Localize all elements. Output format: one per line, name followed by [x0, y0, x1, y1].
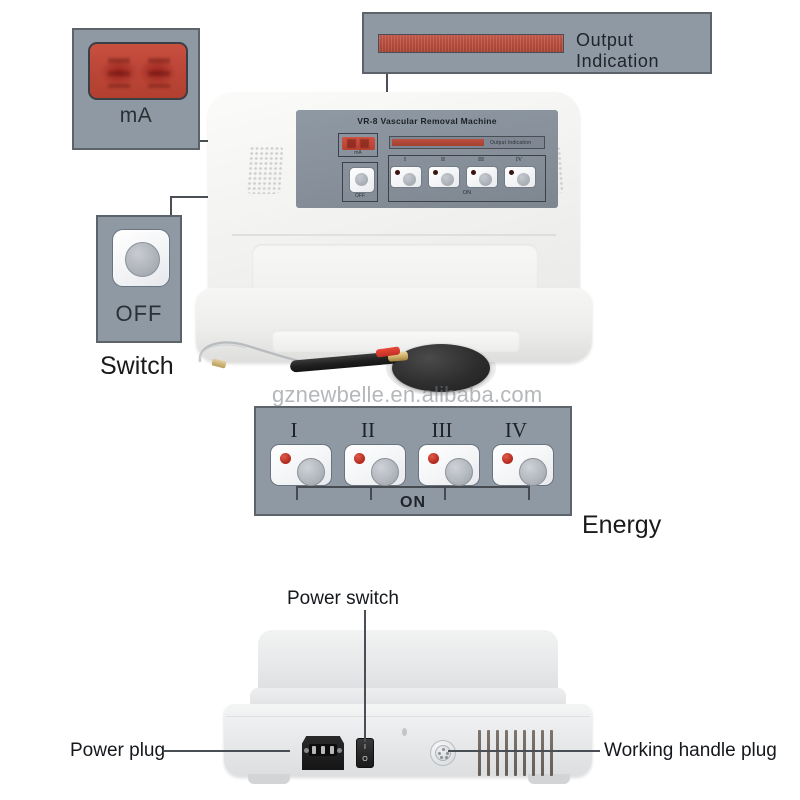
machine-front-view: VR-8 Vascular Removal Machine mA Output … [196, 92, 592, 362]
energy-on-caption: ON [400, 494, 426, 511]
panel-energy-knob-3 [479, 173, 492, 186]
power-switch-rocker[interactable]: I O [356, 738, 374, 768]
panel-ma-led [342, 136, 375, 150]
power-switch-label: Power switch [287, 588, 399, 609]
power-plug-pins [309, 744, 337, 756]
energy-number-4: IV [504, 418, 528, 442]
rocker-mark-off: O [362, 756, 368, 763]
power-plug-socket[interactable] [302, 736, 344, 770]
off-button-knob [125, 242, 160, 277]
energy-led-2 [354, 453, 365, 464]
energy-bus-drop-4 [528, 486, 530, 500]
watermark: gznewbelle.en.alibaba.com [272, 382, 543, 407]
energy-knob-3 [445, 458, 473, 486]
leader-line-power-plug [164, 750, 290, 752]
handle-cable [198, 341, 305, 364]
panel-ma-display: mA [338, 133, 378, 157]
panel-energy-led-3 [471, 170, 476, 175]
panel-off-button[interactable] [349, 167, 375, 193]
panel-energy-led-4 [509, 170, 514, 175]
energy-bus-drop-2 [370, 486, 372, 500]
panel-energy-knob-2 [441, 173, 454, 186]
power-plug-label: Power plug [70, 740, 166, 761]
panel-energy-number-1: I [404, 157, 406, 163]
panel-energy-button-4[interactable] [504, 166, 536, 188]
power-plug-screw-right [337, 748, 342, 753]
panel-energy-button-2[interactable] [428, 166, 460, 188]
ma-digit-2 [148, 58, 170, 88]
panel-off-knob [355, 173, 368, 186]
energy-led-4 [502, 453, 513, 464]
panel-ma-caption: mA [354, 150, 362, 156]
rear-seam [226, 716, 590, 718]
panel-ma-digit-1 [347, 138, 356, 148]
output-indication-bar [378, 34, 564, 53]
off-button-caption: OFF [115, 301, 163, 326]
energy-knob-1 [297, 458, 325, 486]
energy-number-3: III [431, 418, 453, 442]
energy-button-2[interactable] [344, 444, 406, 486]
working-handle-plug-label: Working handle plug [604, 740, 777, 761]
panel-title: VR-8 Vascular Removal Machine [357, 116, 497, 126]
callout-ma: mA [72, 28, 200, 150]
leader-line-handle-plug [448, 750, 600, 752]
panel-energy-knob-4 [517, 173, 530, 186]
electrode-pad [392, 344, 490, 392]
panel-energy-number-2: II [441, 157, 445, 163]
panel-energy-number-4: IV [515, 157, 523, 163]
panel-output-caption: Output Indication [490, 139, 532, 146]
callout-switch: OFF [96, 215, 182, 343]
callout-energy: I II III IV ON [254, 406, 572, 516]
rear-lower-housing [224, 704, 592, 776]
panel-off-caption: OFF [355, 193, 365, 199]
panel-on-caption: ON [462, 190, 472, 196]
energy-button-4[interactable] [492, 444, 554, 486]
energy-button-1[interactable] [270, 444, 332, 486]
panel-off-switch[interactable]: OFF [342, 162, 378, 202]
energy-bus-drop-3 [444, 486, 446, 500]
control-panel: VR-8 Vascular Removal Machine mA Output … [296, 110, 558, 208]
ma-caption: mA [119, 104, 153, 127]
ma-led-display [88, 42, 188, 100]
panel-energy-button-3[interactable] [466, 166, 498, 188]
panel-output-bar [392, 139, 484, 146]
din-socket-inner [435, 745, 451, 761]
panel-energy-group: I II III IV ON [388, 155, 546, 202]
energy-knob-2 [371, 458, 399, 486]
panel-energy-number-3: III [478, 157, 484, 163]
speaker-grille-left-icon [246, 146, 284, 194]
energy-bus-rail [296, 486, 530, 488]
leader-line-switch-v [170, 196, 172, 218]
panel-energy-button-1[interactable] [390, 166, 422, 188]
rear-foot-right [528, 774, 570, 784]
energy-number-1: I [290, 418, 298, 442]
energy-led-1 [280, 453, 291, 464]
energy-bus-drop-1 [296, 486, 298, 500]
panel-energy-knob-1 [403, 173, 416, 186]
rear-foot-left [248, 774, 290, 784]
panel-energy-led-1 [395, 170, 400, 175]
off-button[interactable] [112, 229, 170, 287]
leader-line-power-switch [364, 610, 366, 742]
rear-ventilation-slots [478, 730, 556, 776]
output-indication-label: Output Indication [576, 30, 660, 71]
machine-rear-view: I O [196, 630, 626, 790]
panel-ma-digit-2 [360, 138, 369, 148]
energy-knob-4 [519, 458, 547, 486]
rear-screw-hole [402, 728, 407, 736]
working-handle-plug-socket[interactable] [430, 740, 456, 766]
energy-number-2: II [361, 418, 375, 442]
callout-output-indication: Output Indication [362, 12, 712, 74]
power-plug-screw-left [304, 748, 309, 753]
switch-label: Switch [100, 352, 174, 380]
energy-label: Energy [582, 511, 662, 539]
panel-output-indication: Output Indication [389, 136, 545, 149]
energy-led-3 [428, 453, 439, 464]
ma-digit-1 [108, 58, 130, 88]
energy-button-3[interactable] [418, 444, 480, 486]
panel-energy-led-2 [433, 170, 438, 175]
rocker-mark-on: I [364, 744, 366, 751]
machine-seam [232, 234, 556, 236]
